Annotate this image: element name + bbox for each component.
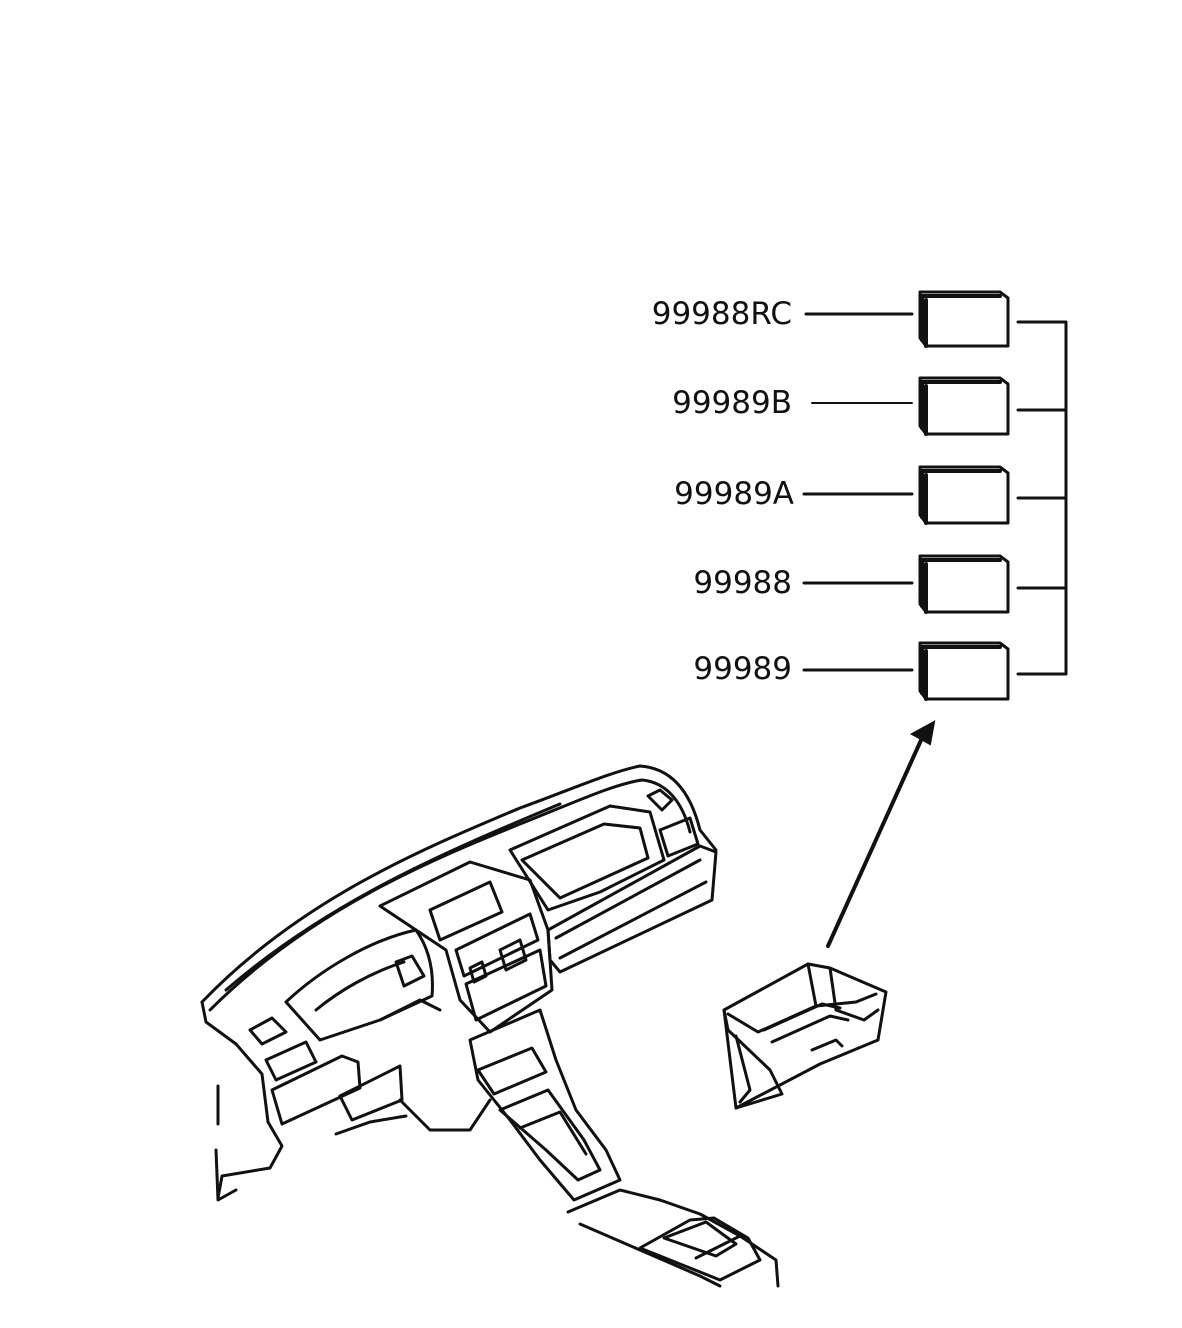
group-bracket <box>1016 320 1068 676</box>
part-label-99989: 99989 <box>693 651 792 687</box>
pointer-arrow <box>826 720 936 948</box>
part-label-99988rc: 99988RC <box>652 296 792 332</box>
glove-box-illustration <box>722 962 888 1110</box>
leader-lines <box>802 312 914 672</box>
part-box-icon <box>918 641 1010 701</box>
part-box-icon <box>918 465 1010 525</box>
dashboard-illustration <box>200 764 780 1288</box>
part-box-icon <box>918 376 1010 436</box>
part-labels: 99988RC 99989B 99989A 99988 99989 <box>652 296 794 687</box>
part-box-icon <box>918 290 1010 348</box>
part-label-99989a: 99989A <box>674 476 794 512</box>
arrow-head-icon <box>909 720 936 746</box>
part-box-icon <box>918 554 1010 614</box>
part-label-99989b: 99989B <box>672 385 792 421</box>
part-boxes <box>918 290 1010 701</box>
part-label-99988: 99988 <box>693 565 792 601</box>
